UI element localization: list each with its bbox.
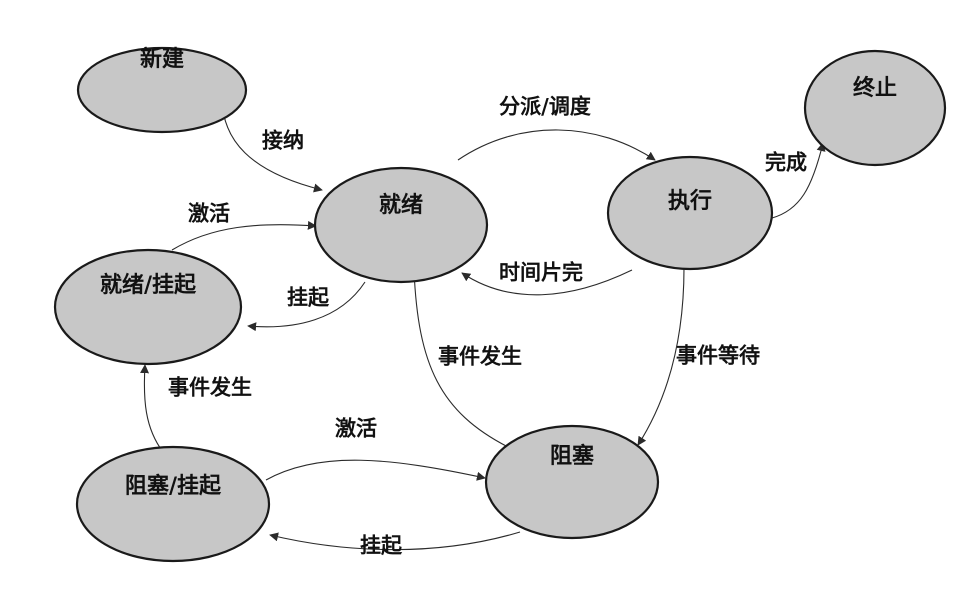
edge-event-occurs-suspended xyxy=(140,364,164,453)
node-blocked-suspended: 阻塞/挂起 xyxy=(75,445,271,563)
edge-activate-blocked-suspended xyxy=(265,459,486,481)
node-blocked-suspended-shape xyxy=(75,445,271,563)
edge-wait-event xyxy=(637,267,685,446)
node-ready-shape xyxy=(313,166,489,284)
edge-label-wait-event: 事件等待 xyxy=(676,343,760,368)
edge-label-complete: 完成 xyxy=(765,150,807,175)
edge-label-suspend-blocked: 挂起 xyxy=(360,533,403,558)
node-ready: 就绪 xyxy=(313,166,489,284)
edge-label-suspend-ready: 挂起 xyxy=(287,285,330,310)
node-blocked-label: 阻塞 xyxy=(550,443,595,469)
edge-event-occurs-blocked-ready xyxy=(409,269,509,448)
node-ready-suspended-label: 就绪/挂起 xyxy=(100,272,197,298)
edge-label-admit: 接纳 xyxy=(262,128,304,153)
edge-label-activate-ready-suspended: 激活 xyxy=(188,201,230,226)
edges xyxy=(140,96,826,551)
node-ready-suspended: 就绪/挂起 xyxy=(53,248,243,366)
edge-activate-ready-suspended xyxy=(171,220,317,251)
node-blocked: 阻塞 xyxy=(484,424,660,540)
node-terminated: 终止 xyxy=(803,49,947,167)
edge-label-event-occurs-blocked-ready: 事件发生 xyxy=(438,344,522,369)
node-terminated-label: 终止 xyxy=(853,75,897,101)
node-new: 新建 xyxy=(76,46,248,134)
edge-label-activate-blocked-suspended: 激活 xyxy=(335,416,377,441)
edge-label-timeout: 时间片完 xyxy=(499,260,583,285)
edge-suspend-ready xyxy=(247,281,366,332)
edge-timeout xyxy=(461,269,633,296)
edge-dispatch xyxy=(457,129,656,161)
node-terminated-shape xyxy=(803,49,947,167)
node-running-shape xyxy=(606,155,774,271)
node-blocked-suspended-label: 阻塞/挂起 xyxy=(125,473,222,499)
node-new-shape xyxy=(76,46,248,134)
node-new-label: 新建 xyxy=(140,46,184,72)
node-ready-suspended-shape xyxy=(53,248,243,366)
node-running-label: 执行 xyxy=(668,188,712,214)
nodes: 新建 就绪 执行 终止 就绪/挂起 阻塞 xyxy=(53,46,947,563)
node-ready-label: 就绪 xyxy=(379,192,423,218)
edge-label-dispatch: 分派/调度 xyxy=(499,94,591,119)
node-blocked-shape xyxy=(484,424,660,540)
edge-complete xyxy=(771,142,826,219)
edge-label-event-occurs-suspended: 事件发生 xyxy=(168,375,252,400)
edge-labels: 接纳 分派/调度 完成 时间片完 事件等待 事件发生 激活 挂起 事件发生 激活… xyxy=(168,94,807,558)
node-running: 执行 xyxy=(606,155,774,271)
edge-suspend-blocked xyxy=(269,531,521,551)
